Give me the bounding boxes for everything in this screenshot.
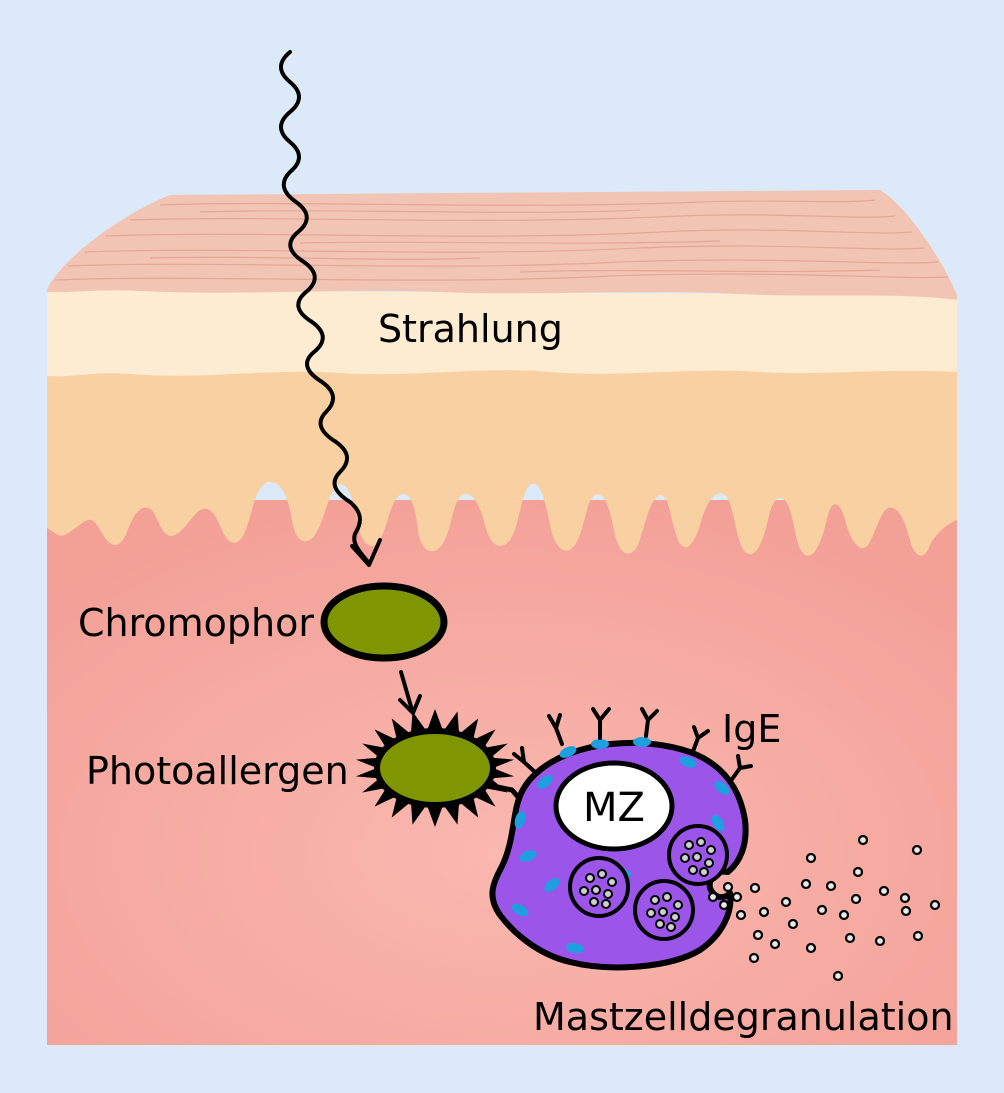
ige-label: IgE: [722, 707, 781, 751]
degranulation-label: Mastzelldegranulation: [533, 995, 954, 1039]
chromophore-shape: [320, 582, 448, 662]
ige-antibodies: [512, 707, 753, 784]
granule-contents: [579, 837, 716, 932]
photoallergen-shape: [355, 709, 515, 827]
mast-cell-label: MZ: [583, 785, 645, 831]
radiation-arrow: [279, 50, 382, 567]
epidermis-upper-layer: [47, 290, 957, 377]
radiation-label: Strahlung: [378, 307, 563, 351]
stratum-corneum-texture: [54, 199, 949, 281]
mast-cell: MZ: [489, 707, 753, 971]
mast-cell-nucleus: [553, 760, 675, 852]
released-granules: [707, 834, 941, 982]
epidermis-lower-layer: [47, 365, 957, 556]
photoallergen-label: Photoallergen: [86, 749, 349, 793]
stratum-corneum-layer: [47, 190, 957, 300]
chromophore-label: Chromophor: [78, 601, 314, 645]
